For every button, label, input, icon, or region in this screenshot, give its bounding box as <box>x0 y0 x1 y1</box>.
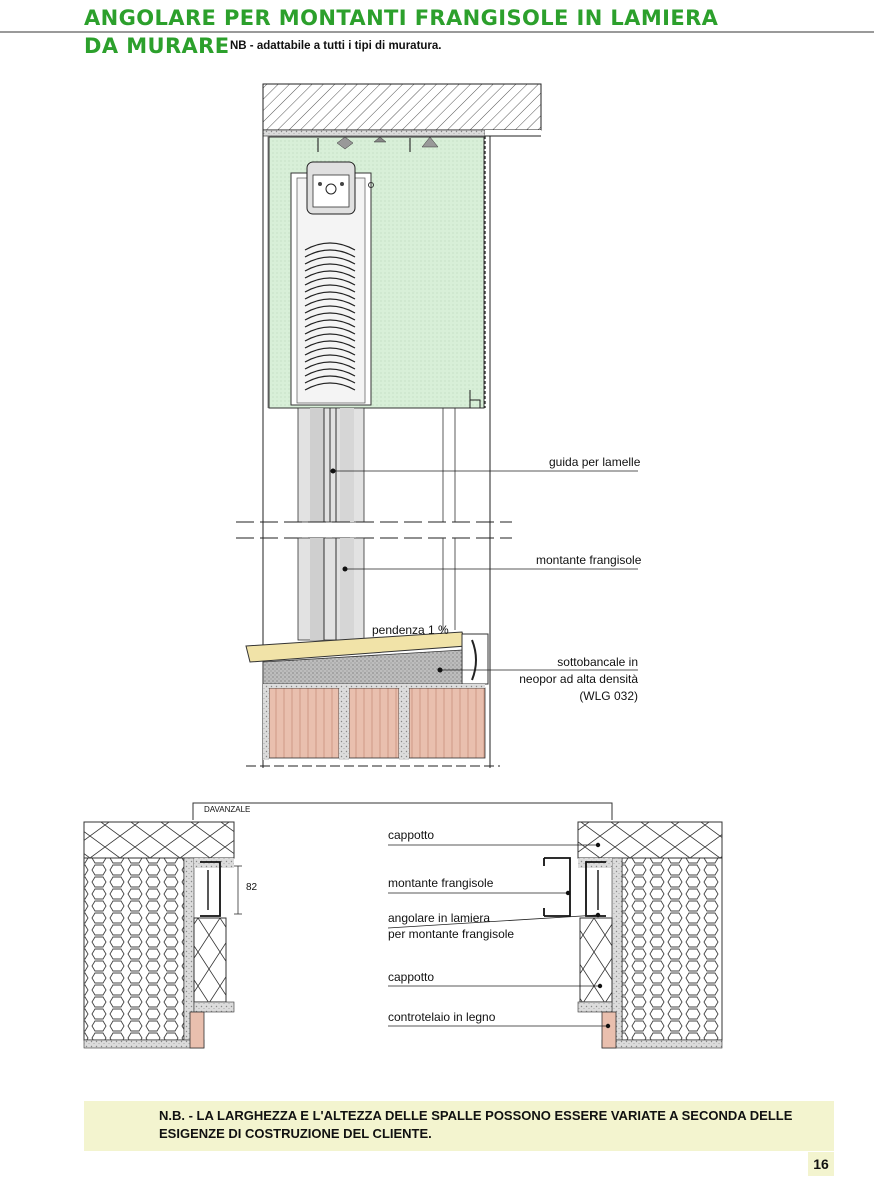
plan-sill-outline <box>192 802 613 820</box>
label-sill-insulation-1: sottobancale in <box>557 655 638 669</box>
note-text: N.B. - LA LARGHEZZA E L'ALTEZZA DELLE SP… <box>159 1108 793 1141</box>
label-insulation-top: cappotto <box>388 828 435 842</box>
page-subtitle: NB - adattabile a tutti i tipi di muratu… <box>230 40 442 52</box>
section-view <box>236 83 638 768</box>
label-dimension: 82 <box>246 882 258 893</box>
label-guide: guida per lamelle <box>549 455 641 469</box>
plan-subframe-left <box>189 1011 205 1049</box>
page-title-line2: DA MURARE <box>84 34 230 58</box>
label-sill-insulation-2: neopor ad alta densità <box>519 672 638 686</box>
brick <box>268 687 340 759</box>
plaster-strip <box>262 129 486 137</box>
label-bracket-2: per montante frangisole <box>388 927 515 941</box>
plan-insulation-right-reveal <box>579 917 613 1003</box>
plan-bracket-right <box>585 861 606 917</box>
label-insulation-bottom: cappotto <box>388 970 435 984</box>
header-rule <box>0 31 874 33</box>
label-slope: pendenza 1 % <box>372 623 449 637</box>
plan-insulation-right <box>577 821 723 859</box>
plan-brick-right <box>621 857 723 1041</box>
plan-bracket-left <box>200 861 221 917</box>
label-post: montante frangisole <box>536 553 642 567</box>
plan-subframe-right <box>601 1011 617 1049</box>
packed-slats <box>304 242 356 391</box>
page-number: 16 <box>808 1152 834 1176</box>
plan-view <box>83 802 723 1049</box>
plan-post-profile <box>544 857 571 917</box>
plan-brick-left <box>83 857 185 1041</box>
label-sill-insulation-3: (WLG 032) <box>579 689 638 703</box>
lintel <box>262 83 542 131</box>
label-post-plan: montante frangisole <box>388 876 494 890</box>
page-title: ANGOLARE PER MONTANTI FRANGISOLE IN LAMI… <box>84 6 719 30</box>
label-bracket-1: angolare in lamiera <box>388 911 491 925</box>
brick <box>408 687 486 759</box>
label-subframe: controtelaio in legno <box>388 1010 496 1024</box>
brick <box>348 687 400 759</box>
post-lower <box>297 537 365 641</box>
note-box: N.B. - LA LARGHEZZA E L'ALTEZZA DELLE SP… <box>84 1101 834 1151</box>
plan-insulation-left-reveal <box>193 917 227 1003</box>
post-upper <box>297 407 365 523</box>
label-sill-plan: DAVANZALE <box>204 805 251 814</box>
plan-insulation-left <box>83 821 235 859</box>
